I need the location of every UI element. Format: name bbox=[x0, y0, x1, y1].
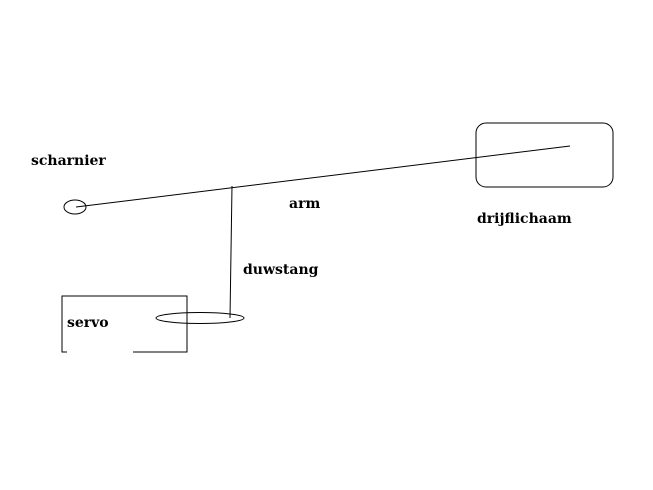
hinge-ellipse bbox=[63, 199, 87, 215]
float-label: drijflichaam bbox=[477, 211, 572, 227]
servo-label: servo bbox=[67, 315, 109, 331]
arm-line bbox=[75, 145, 571, 208]
hinge-label: scharnier bbox=[31, 153, 106, 169]
servo-horn-ellipse bbox=[155, 312, 245, 324]
servo-box bbox=[61, 295, 188, 353]
push-rod-line bbox=[229, 185, 233, 319]
float-body-box bbox=[475, 122, 614, 188]
arm-label: arm bbox=[289, 196, 320, 212]
push-rod-label: duwstang bbox=[243, 262, 319, 278]
